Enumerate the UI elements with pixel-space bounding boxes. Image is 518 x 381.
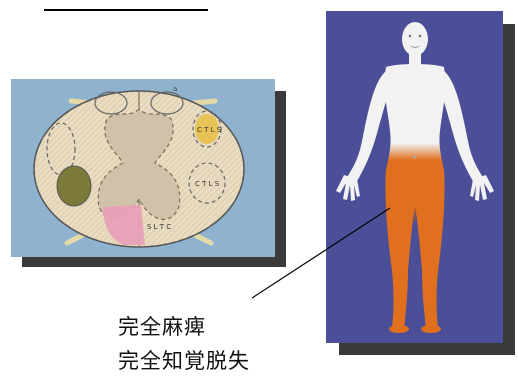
spinal-cord-cross-section: a C T L S C T L S S L T C (11, 79, 275, 257)
affected-region-legs (385, 169, 444, 329)
caption-complete-sensory-loss: 完全知覚脱失 (118, 345, 250, 375)
right-arm (440, 71, 484, 183)
caption-complete-paralysis: 完全麻痺 (118, 311, 206, 341)
right-hand (470, 175, 494, 201)
motor-lesion (57, 166, 91, 206)
body-figure (326, 11, 503, 343)
tract-label-sltc: S L T C (147, 223, 171, 231)
left-arm (346, 71, 390, 183)
torso (385, 64, 446, 171)
right-foot (421, 325, 441, 333)
tiny-mark: a (173, 85, 177, 93)
tract-label-ctls-lower: C T L S (195, 180, 220, 188)
head (402, 22, 428, 56)
left-foot (389, 325, 409, 333)
spinal-cord-panel: a C T L S C T L S S L T C (11, 79, 275, 257)
body-figure-panel (326, 11, 503, 343)
left-hand (336, 175, 360, 201)
tract-label-ctls: C T L S (197, 126, 222, 134)
dorsal-root-right (193, 101, 215, 103)
top-rule (44, 9, 208, 11)
